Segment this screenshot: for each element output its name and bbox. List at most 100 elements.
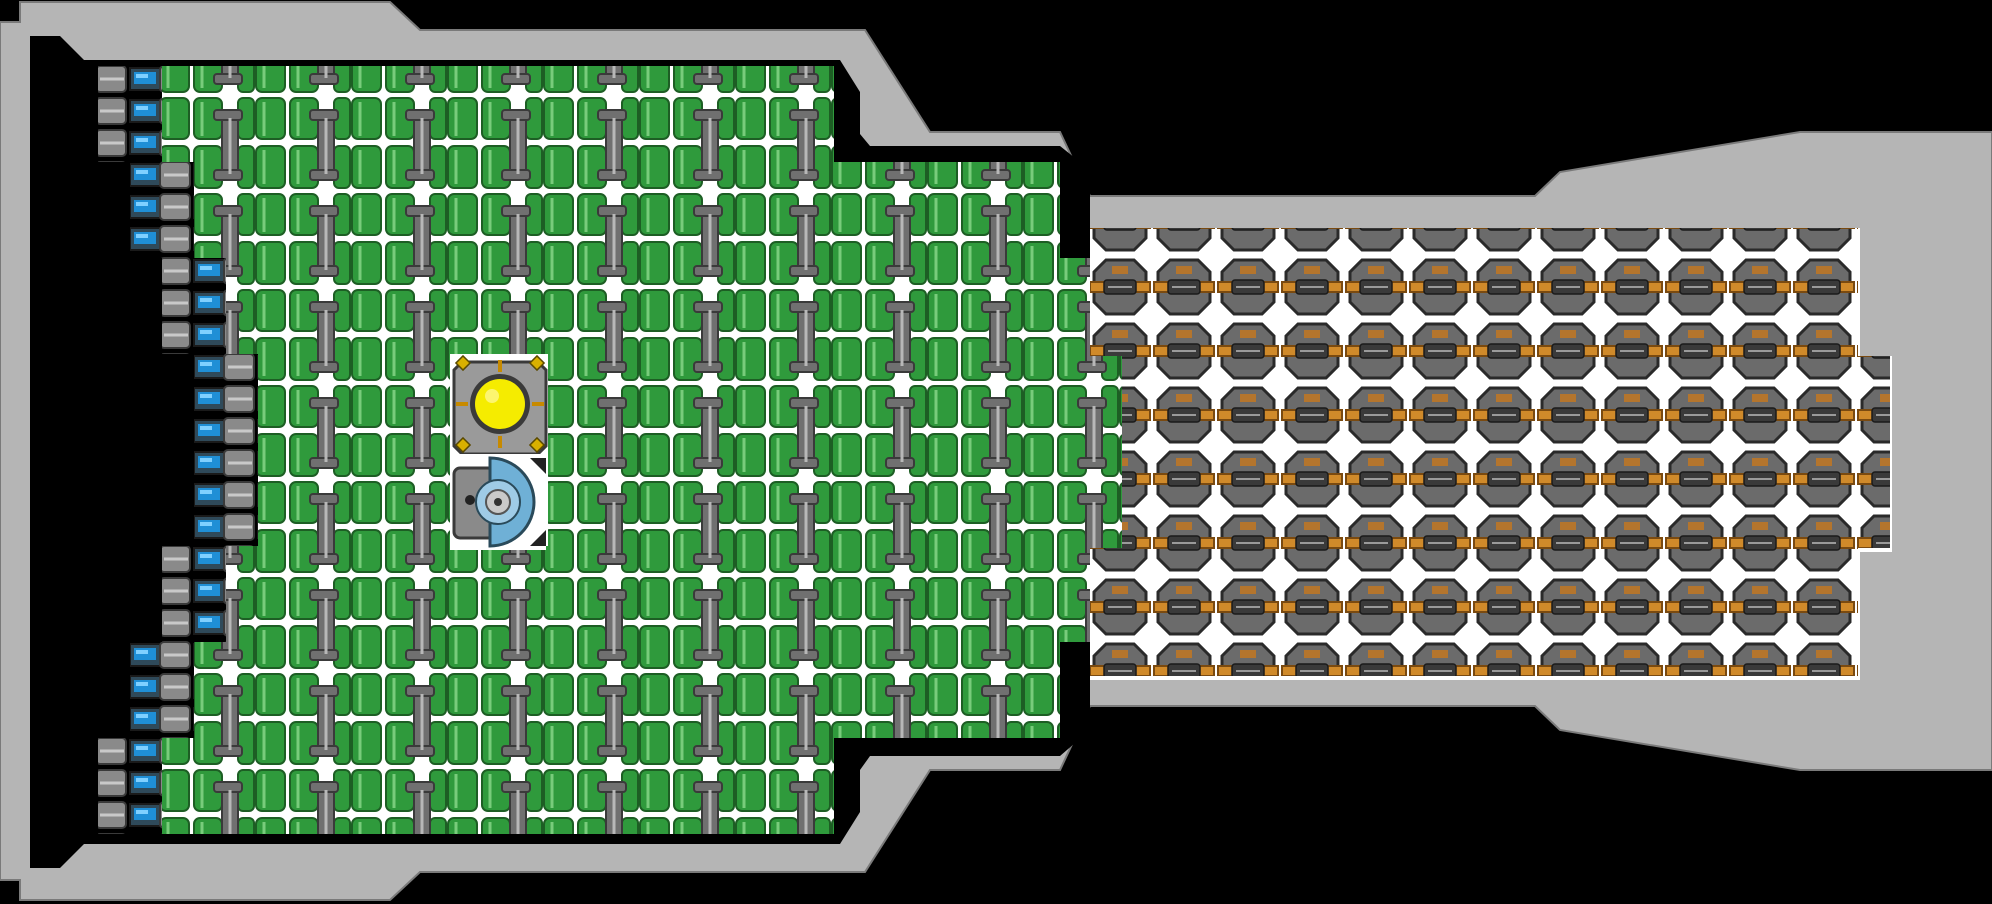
- laser-cannon-icon[interactable]: [1634, 484, 1698, 548]
- laser-cannon-icon[interactable]: [1794, 228, 1858, 292]
- laser-cannon-icon[interactable]: [1410, 228, 1474, 292]
- laser-cannon-icon[interactable]: [1122, 484, 1186, 548]
- laser-cannon-icon[interactable]: [1314, 356, 1378, 420]
- laser-cannon-icon[interactable]: [1186, 484, 1250, 548]
- laser-cannon-icon[interactable]: [1314, 420, 1378, 484]
- laser-cannon-icon[interactable]: [1186, 356, 1250, 420]
- thruster-icon[interactable]: [98, 66, 162, 98]
- thruster-icon[interactable]: [130, 226, 194, 258]
- laser-cannon-icon[interactable]: [1826, 420, 1890, 484]
- fuel-tank-icon[interactable]: [162, 738, 834, 834]
- laser-cannon-icon[interactable]: [1666, 292, 1730, 356]
- laser-cannon-icon[interactable]: [1218, 612, 1282, 676]
- thruster-icon[interactable]: [194, 450, 258, 482]
- laser-cannon-icon[interactable]: [1154, 548, 1218, 612]
- laser-cannon-icon[interactable]: [1250, 484, 1314, 548]
- laser-cannon-icon[interactable]: [1122, 356, 1186, 420]
- thruster-icon[interactable]: [98, 130, 162, 162]
- laser-cannon-icon[interactable]: [1730, 548, 1794, 612]
- laser-cannon-icon[interactable]: [1218, 548, 1282, 612]
- thruster-icon[interactable]: [194, 482, 258, 514]
- laser-cannon-icon[interactable]: [1154, 228, 1218, 292]
- laser-cannon-icon[interactable]: [1602, 612, 1666, 676]
- thruster-icon[interactable]: [130, 642, 194, 674]
- thruster-icon[interactable]: [162, 322, 226, 354]
- laser-cannon-icon[interactable]: [1474, 228, 1538, 292]
- thruster-icon[interactable]: [194, 418, 258, 450]
- laser-cannon-icon[interactable]: [1762, 420, 1826, 484]
- laser-cannon-icon[interactable]: [1570, 356, 1634, 420]
- laser-cannon-icon[interactable]: [1282, 292, 1346, 356]
- thruster-icon[interactable]: [162, 290, 226, 322]
- laser-cannon-icon[interactable]: [1154, 292, 1218, 356]
- laser-cannon-icon[interactable]: [1122, 420, 1186, 484]
- laser-cannon-icon[interactable]: [1154, 612, 1218, 676]
- laser-cannon-icon[interactable]: [1250, 356, 1314, 420]
- laser-cannon-icon[interactable]: [1538, 228, 1602, 292]
- reactor-core-icon[interactable]: [452, 354, 548, 456]
- laser-cannon-icon[interactable]: [1826, 356, 1890, 420]
- laser-cannon-icon[interactable]: [1698, 420, 1762, 484]
- laser-cannon-icon[interactable]: [1570, 420, 1634, 484]
- laser-cannon-icon[interactable]: [1186, 420, 1250, 484]
- laser-cannon-icon[interactable]: [1506, 484, 1570, 548]
- laser-cannon-icon[interactable]: [1602, 228, 1666, 292]
- laser-cannon-icon[interactable]: [1730, 228, 1794, 292]
- thruster-icon[interactable]: [194, 386, 258, 418]
- laser-cannon-icon[interactable]: [1314, 484, 1378, 548]
- thruster-icon[interactable]: [130, 162, 194, 194]
- laser-cannon-icon[interactable]: [1826, 484, 1890, 548]
- laser-cannon-icon[interactable]: [1090, 292, 1154, 356]
- thruster-icon[interactable]: [194, 514, 258, 546]
- laser-cannon-icon[interactable]: [1250, 420, 1314, 484]
- cockpit-icon[interactable]: [450, 454, 546, 550]
- fuel-tank-icon[interactable]: [162, 66, 834, 162]
- laser-cannon-icon[interactable]: [1090, 548, 1154, 612]
- laser-cannon-icon[interactable]: [1634, 420, 1698, 484]
- laser-cannon-icon[interactable]: [1218, 228, 1282, 292]
- laser-cannon-icon[interactable]: [1506, 420, 1570, 484]
- laser-cannon-icon[interactable]: [1698, 484, 1762, 548]
- thruster-icon[interactable]: [162, 258, 226, 290]
- laser-cannon-icon[interactable]: [1218, 292, 1282, 356]
- laser-cannon-icon[interactable]: [1410, 612, 1474, 676]
- fuel-tank-icon[interactable]: [548, 354, 1124, 550]
- laser-cannon-icon[interactable]: [1730, 612, 1794, 676]
- laser-cannon-icon[interactable]: [1666, 612, 1730, 676]
- laser-cannon-icon[interactable]: [1282, 612, 1346, 676]
- thruster-icon[interactable]: [130, 706, 194, 738]
- thruster-icon[interactable]: [98, 738, 162, 770]
- laser-cannon-icon[interactable]: [1442, 356, 1506, 420]
- laser-cannon-icon[interactable]: [1282, 228, 1346, 292]
- laser-cannon-icon[interactable]: [1538, 612, 1602, 676]
- thruster-icon[interactable]: [130, 194, 194, 226]
- laser-cannon-icon[interactable]: [1410, 548, 1474, 612]
- laser-cannon-icon[interactable]: [1570, 484, 1634, 548]
- laser-cannon-icon[interactable]: [1538, 292, 1602, 356]
- laser-cannon-icon[interactable]: [1794, 612, 1858, 676]
- laser-cannon-icon[interactable]: [1474, 292, 1538, 356]
- laser-cannon-icon[interactable]: [1602, 548, 1666, 612]
- laser-cannon-icon[interactable]: [1762, 356, 1826, 420]
- laser-cannon-icon[interactable]: [1666, 228, 1730, 292]
- fuel-tank-icon[interactable]: [258, 354, 450, 550]
- laser-cannon-icon[interactable]: [1506, 356, 1570, 420]
- laser-cannon-icon[interactable]: [1346, 548, 1410, 612]
- laser-cannon-icon[interactable]: [1698, 356, 1762, 420]
- laser-cannon-icon[interactable]: [1602, 292, 1666, 356]
- laser-cannon-icon[interactable]: [1730, 292, 1794, 356]
- thruster-icon[interactable]: [130, 674, 194, 706]
- fuel-tank-icon[interactable]: [194, 162, 1060, 258]
- fuel-tank-icon[interactable]: [194, 642, 1060, 738]
- laser-cannon-icon[interactable]: [1762, 484, 1826, 548]
- laser-cannon-icon[interactable]: [1634, 356, 1698, 420]
- laser-cannon-icon[interactable]: [1346, 612, 1410, 676]
- laser-cannon-icon[interactable]: [1410, 292, 1474, 356]
- thruster-icon[interactable]: [98, 98, 162, 130]
- laser-cannon-icon[interactable]: [1666, 548, 1730, 612]
- laser-cannon-icon[interactable]: [1346, 292, 1410, 356]
- laser-cannon-icon[interactable]: [1378, 484, 1442, 548]
- laser-cannon-icon[interactable]: [1474, 612, 1538, 676]
- thruster-icon[interactable]: [162, 610, 226, 642]
- laser-cannon-icon[interactable]: [1794, 292, 1858, 356]
